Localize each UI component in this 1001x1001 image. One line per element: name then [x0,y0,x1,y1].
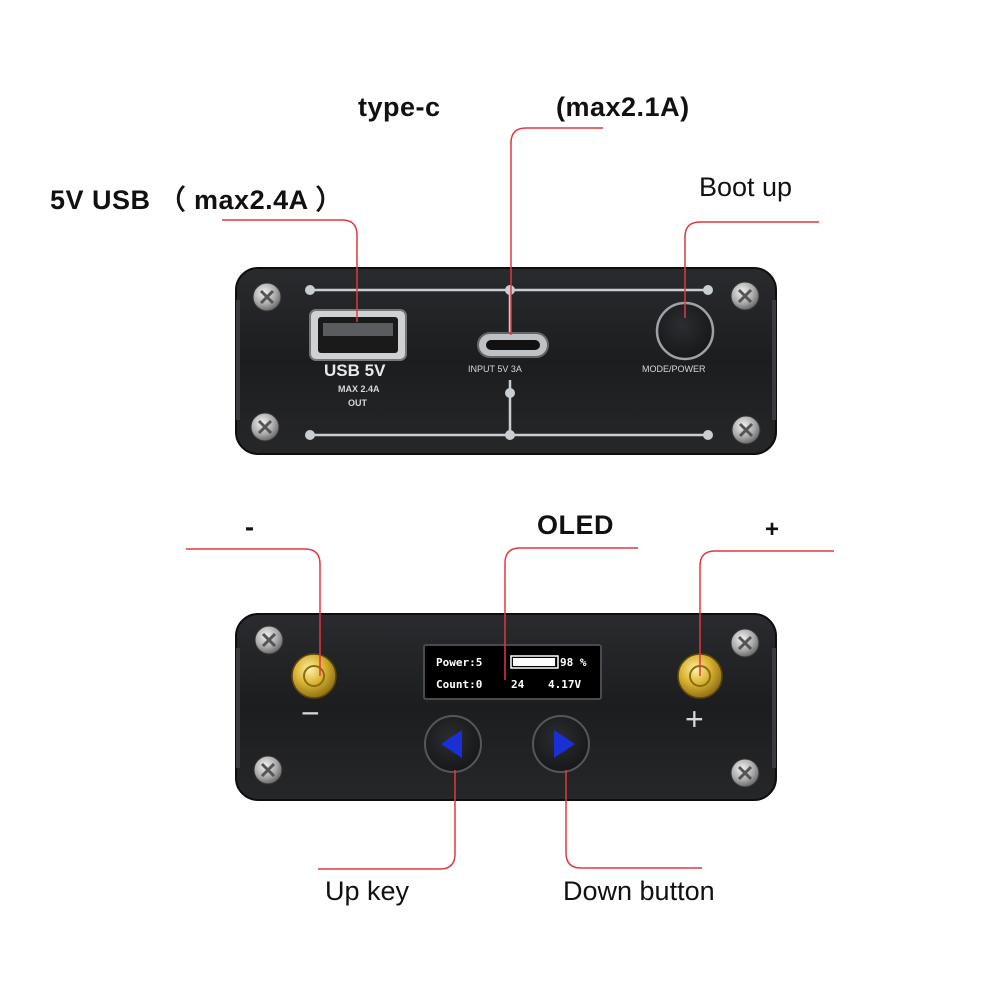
label-boot-up: Boot up [699,172,793,202]
label-plus: + [765,516,780,543]
screw-icon [250,412,280,442]
terminal-post-icon[interactable] [291,653,337,699]
screw-icon [253,755,283,785]
screw-icon [252,282,282,312]
mode-power-text: MODE/POWER [642,364,706,374]
battery-bar [510,655,559,669]
screw-icon [730,758,760,788]
screw-icon [254,625,284,655]
label-max-2-1a: (max2.1A) [556,92,690,122]
label-5v-usb: 5V USB （ max2.4A ） [50,185,344,215]
left-arrow-icon [441,730,462,758]
oled-power-label: Power:5 [436,656,482,669]
oled-percent: 98 % [560,656,587,669]
screw-icon [730,628,760,658]
trace-dots [305,285,713,440]
screw-icon [731,415,761,445]
oled-count-label: Count:0 [436,678,482,691]
usb-port-text: USB 5V [324,361,386,380]
input-text: INPUT 5V 3A [468,364,522,374]
bottom-panel: − + Power:5 Count:0 98 % 24 4.17V [235,613,777,801]
down-button[interactable] [532,715,590,773]
usb-out-text: OUT [348,398,368,408]
oled-screen: Power:5 Count:0 98 % 24 4.17V [423,644,602,700]
usb-c-port-icon[interactable] [477,332,549,358]
callout-lines [186,127,834,870]
label-oled: OLED [537,510,615,540]
oled-count-value: 24 [511,678,525,691]
label-type-c: type-c [358,92,441,122]
usb-a-port-icon[interactable] [309,309,407,361]
usb-max-text: MAX 2.4A [338,384,380,394]
label-up-key: Up key [325,876,410,906]
plus-symbol: + [685,701,704,737]
top-panel: USB 5V MAX 2.4A OUT INPUT 5V 3A MODE/POW… [235,267,777,455]
right-arrow-icon [554,730,575,758]
screw-icon [730,281,760,311]
label-down-button: Down button [563,876,715,906]
minus-symbol: − [301,695,320,731]
up-key-button[interactable] [424,715,482,773]
label-minus: - [245,512,255,542]
oled-voltage: 4.17V [548,678,581,691]
